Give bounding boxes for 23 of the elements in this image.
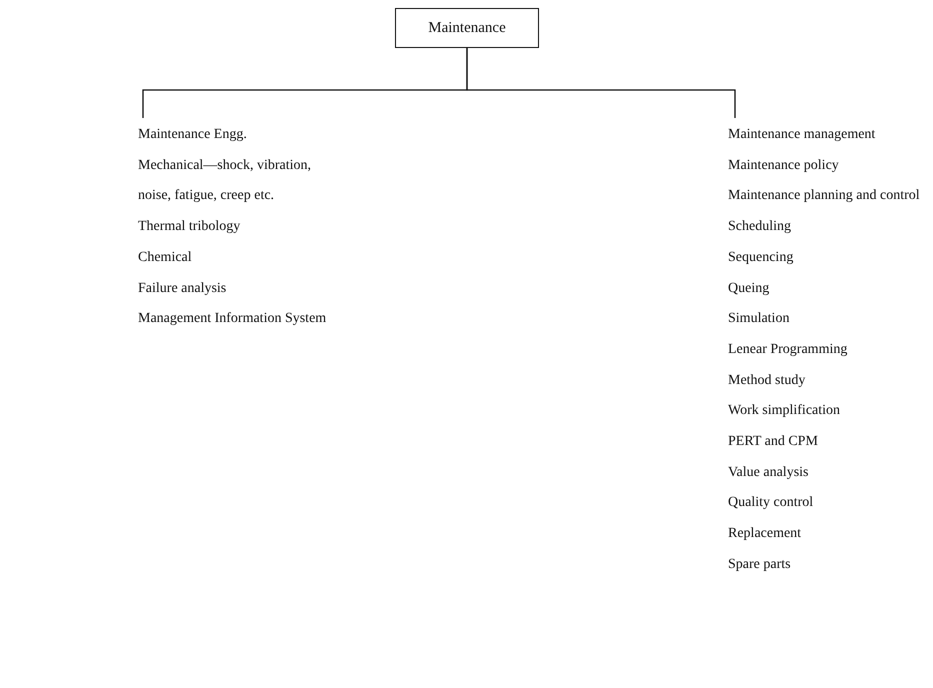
list-item: Maintenance management: [728, 126, 876, 144]
root-box: Maintenance: [395, 8, 539, 48]
list-item: Method study: [728, 372, 806, 390]
list-item: Management Information System: [138, 310, 328, 328]
list-item: Spare parts: [728, 556, 792, 574]
connector-line: [466, 48, 736, 118]
list-item: Sequencing: [728, 248, 794, 267]
list-item: Quality control: [728, 494, 814, 512]
list-item: Failure analysis: [138, 280, 228, 298]
list-item: Chemical: [138, 248, 193, 267]
list-item: Maintenance planning and control: [728, 187, 921, 206]
list-item: Maintenance Engg.: [138, 126, 248, 144]
list-item: Scheduling: [728, 218, 792, 236]
list-item: Mechanical—shock, vibration, noise, fatigue, creep etc.: [138, 156, 312, 206]
list-item: Work simplification: [728, 402, 842, 420]
list-item: Lenear Programming: [728, 340, 848, 359]
list-item: Replacement: [728, 525, 802, 544]
list-item: Maintenance policy: [728, 156, 840, 175]
list-item: Queing: [728, 280, 770, 298]
list-item: Simulation: [728, 310, 790, 328]
list-item: Thermal tribology: [138, 218, 242, 236]
list-item: Value analysis: [728, 464, 810, 482]
list-item: PERT and CPM: [728, 433, 819, 452]
